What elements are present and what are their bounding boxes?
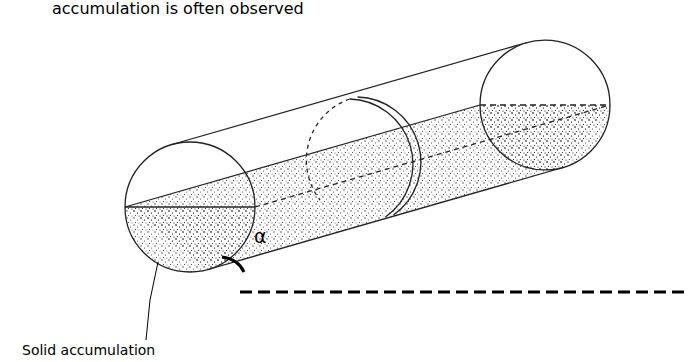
horizontal-reference [240, 291, 688, 294]
angle-arc [222, 257, 244, 272]
angle-symbol: α [254, 226, 267, 248]
solid-accumulation [125, 105, 610, 272]
part-label: Solid accumulation [22, 342, 155, 358]
pipe-outline [125, 40, 610, 272]
caption-text: accumulation is often observed [52, 0, 304, 18]
leader-line [146, 262, 158, 340]
